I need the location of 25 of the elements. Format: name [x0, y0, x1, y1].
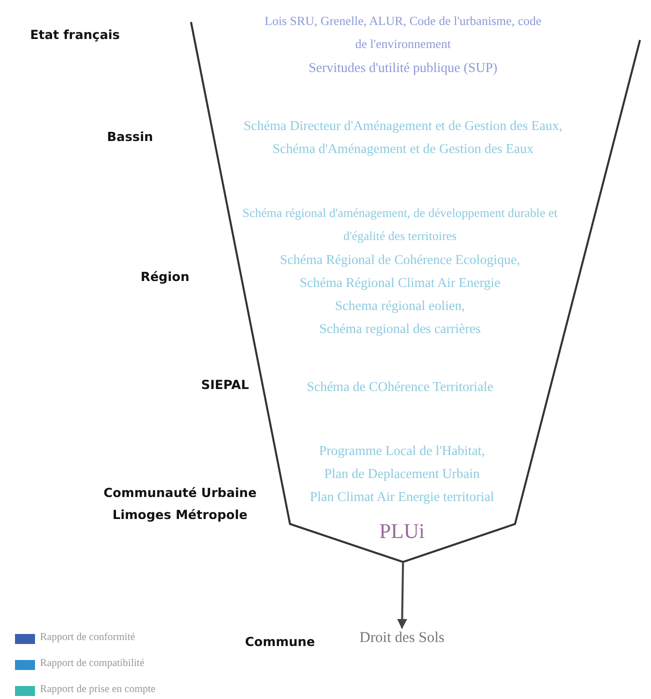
regulation-text: Schéma Directeur d'Aménagement et de Gestion des Eaux, — [244, 117, 562, 135]
regulation-text: Plan de Deplacement Urbain — [324, 465, 480, 483]
regulation-text: Plan Climat Air Energie territorial — [310, 488, 494, 506]
level-label: Région — [140, 268, 190, 286]
regulation-text: Servitudes d'utilité publique (SUP) — [308, 59, 498, 77]
level-label: Bassin — [106, 128, 154, 146]
regulation-text: Schéma de COhérence Territoriale — [306, 378, 494, 396]
plan-title: PLUi — [379, 520, 425, 543]
outcome-text: Droit des Sols — [358, 630, 446, 647]
regulation-text: Schéma regional des carrières — [319, 320, 481, 338]
level-label: Commune — [244, 633, 316, 651]
regulation-text: Programme Local de l'Habitat, — [319, 442, 485, 460]
regulation-text: Schéma régional d'aménagement, de développement durable et d'égalité des territoires — [242, 205, 558, 245]
level-label: Etat français — [29, 26, 121, 44]
regulation-text: Schéma d'Aménagement et de Gestion des Eaux — [272, 140, 534, 158]
regulation-text: Schéma Régional de Cohérence Ecologique, — [280, 251, 520, 269]
level-label: Communauté Urbaine Limoges Métropole — [102, 484, 258, 524]
legend-label: Rapport de compatibilité — [40, 658, 144, 669]
regulation-text: Lois SRU, Grenelle, ALUR, Code de l'urbanisme, code de l'environnement — [264, 13, 542, 53]
level-label: SIEPAL — [200, 376, 250, 394]
legend-label: Rapport de conformité — [40, 632, 136, 643]
regulation-text: Schema régional eolien, — [334, 297, 466, 315]
regulation-text: Schéma Régional Climat Air Energie — [300, 274, 500, 292]
arrow — [397, 562, 408, 629]
legend-label: Rapport de prise en compte — [40, 684, 156, 695]
